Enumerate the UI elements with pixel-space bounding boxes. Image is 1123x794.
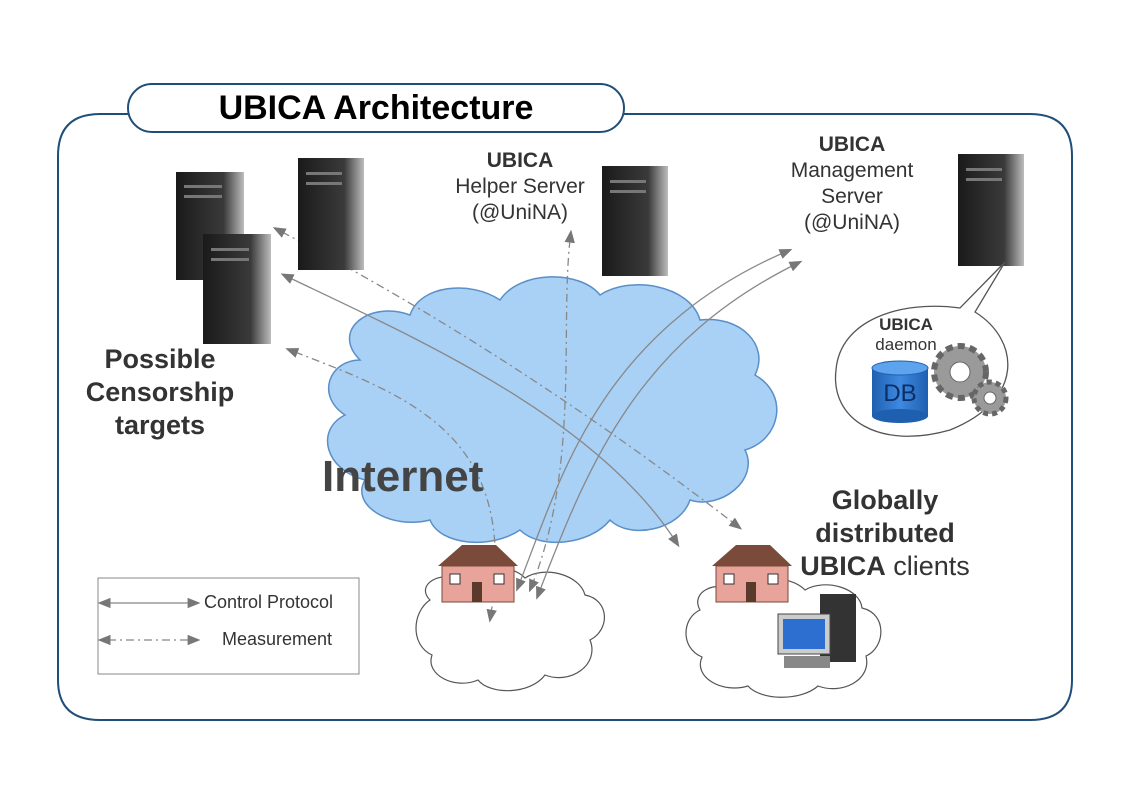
- targets-line1: Possible: [104, 344, 216, 374]
- censorship-server-2: [298, 158, 364, 270]
- management-line3: (@UniNA): [804, 211, 900, 234]
- clients-line2: distributed: [815, 518, 955, 548]
- outer-frame: [57, 113, 1073, 721]
- internet-cloud: [326, 276, 778, 543]
- management-name: UBICA: [818, 133, 886, 156]
- daemon-text: daemon: [875, 335, 937, 354]
- censorship-targets-label: Possible Censorship targets: [70, 343, 250, 442]
- management-line2: Server: [821, 185, 883, 208]
- helper-server-label: UBICA Helper Server (@UniNA): [440, 148, 600, 226]
- db-label: DB: [883, 380, 917, 407]
- clients-line1: Globally: [831, 485, 939, 515]
- page-title: UBICA Architecture: [218, 89, 534, 127]
- daemon-label: UBICA daemon: [860, 315, 952, 355]
- helper-name: UBICA: [486, 149, 554, 172]
- management-line1: Management: [790, 159, 914, 182]
- gears-icon: [931, 343, 1009, 417]
- internet-label: Internet: [322, 452, 484, 501]
- helper-server: [602, 166, 668, 276]
- clients-line3-rest: clients: [885, 551, 970, 581]
- house-icon-right: [712, 545, 792, 603]
- legend-control-label: Control Protocol: [204, 592, 334, 612]
- helper-line1: Helper Server: [455, 175, 585, 198]
- legend-box: [97, 577, 360, 675]
- legend-measurement-label: Measurement: [222, 629, 333, 649]
- censorship-server-3: [203, 234, 271, 344]
- db-cylinder-icon: [871, 360, 929, 423]
- daemon-name: UBICA: [879, 315, 933, 334]
- desktop-pc-icon: [777, 594, 856, 668]
- targets-line2: Censorship: [85, 377, 235, 407]
- clients-label: Globally distributed UBICA clients: [780, 484, 990, 583]
- clients-line3-bold: UBICA: [800, 551, 886, 581]
- management-server-label: UBICA Management Server (@UniNA): [774, 132, 930, 236]
- helper-line2: (@UniNA): [472, 201, 568, 224]
- house-icon-left: [438, 545, 518, 603]
- management-server: [958, 154, 1024, 266]
- targets-line3: targets: [114, 410, 206, 440]
- title-tab: [127, 83, 625, 133]
